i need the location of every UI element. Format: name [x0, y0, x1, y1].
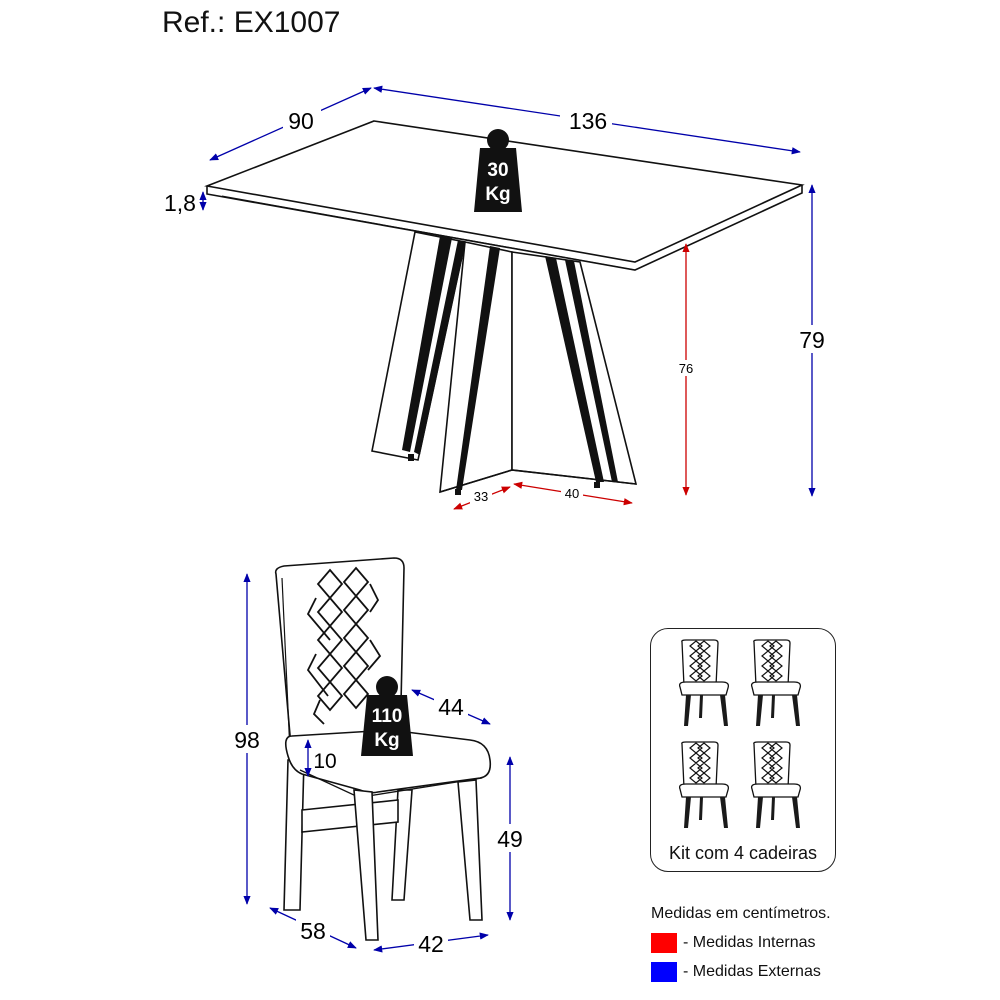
dim-table-depth: 90 [288, 108, 314, 134]
legend-swatch-blue [651, 962, 677, 982]
dim-chair-height: 98 [234, 727, 260, 753]
table-weight-unit: Kg [485, 184, 510, 205]
dim-seat-height: 49 [497, 826, 523, 852]
backrest-pattern [306, 566, 382, 725]
table-drawing: 30 Kg 90 136 1,8 79 76 3 [164, 85, 829, 510]
chair-weight-value: 110 [372, 706, 403, 727]
legend: Medidas em centímetros. - Medidas Intern… [651, 905, 971, 991]
legend-label-external: - Medidas Externas [683, 963, 821, 980]
dim-seat-cushion: 10 [313, 750, 336, 773]
legend-label-internal: - Medidas Internas [683, 934, 816, 951]
dim-base-width: 40 [565, 486, 579, 501]
kit-box: Kit com 4 cadeiras [650, 628, 836, 872]
legend-item-external: - Medidas Externas [651, 962, 971, 982]
dim-table-height: 79 [799, 327, 825, 353]
dim-base-depth: 33 [474, 489, 488, 504]
chair-weight-unit: Kg [374, 730, 399, 751]
dim-chair-depth: 58 [300, 918, 326, 944]
legend-note: Medidas em centímetros. [651, 905, 831, 922]
dim-table-internal-height: 76 [679, 361, 693, 376]
legend-item-internal: - Medidas Internas [651, 933, 971, 953]
dim-seat-depth: 44 [438, 694, 464, 720]
table-weight-value: 30 [487, 160, 508, 181]
chair-drawing: 110 Kg 98 44 10 49 58 42 [230, 557, 527, 957]
weight-icon-chair: 110 Kg [361, 676, 413, 756]
reference-title: Ref.: EX1007 [162, 6, 341, 39]
legend-swatch-red [651, 933, 677, 953]
dim-chair-width: 42 [418, 931, 444, 957]
dim-table-width: 136 [569, 108, 607, 134]
dim-top-thickness: 1,8 [164, 190, 196, 216]
kit-label: Kit com 4 cadeiras [668, 843, 818, 863]
